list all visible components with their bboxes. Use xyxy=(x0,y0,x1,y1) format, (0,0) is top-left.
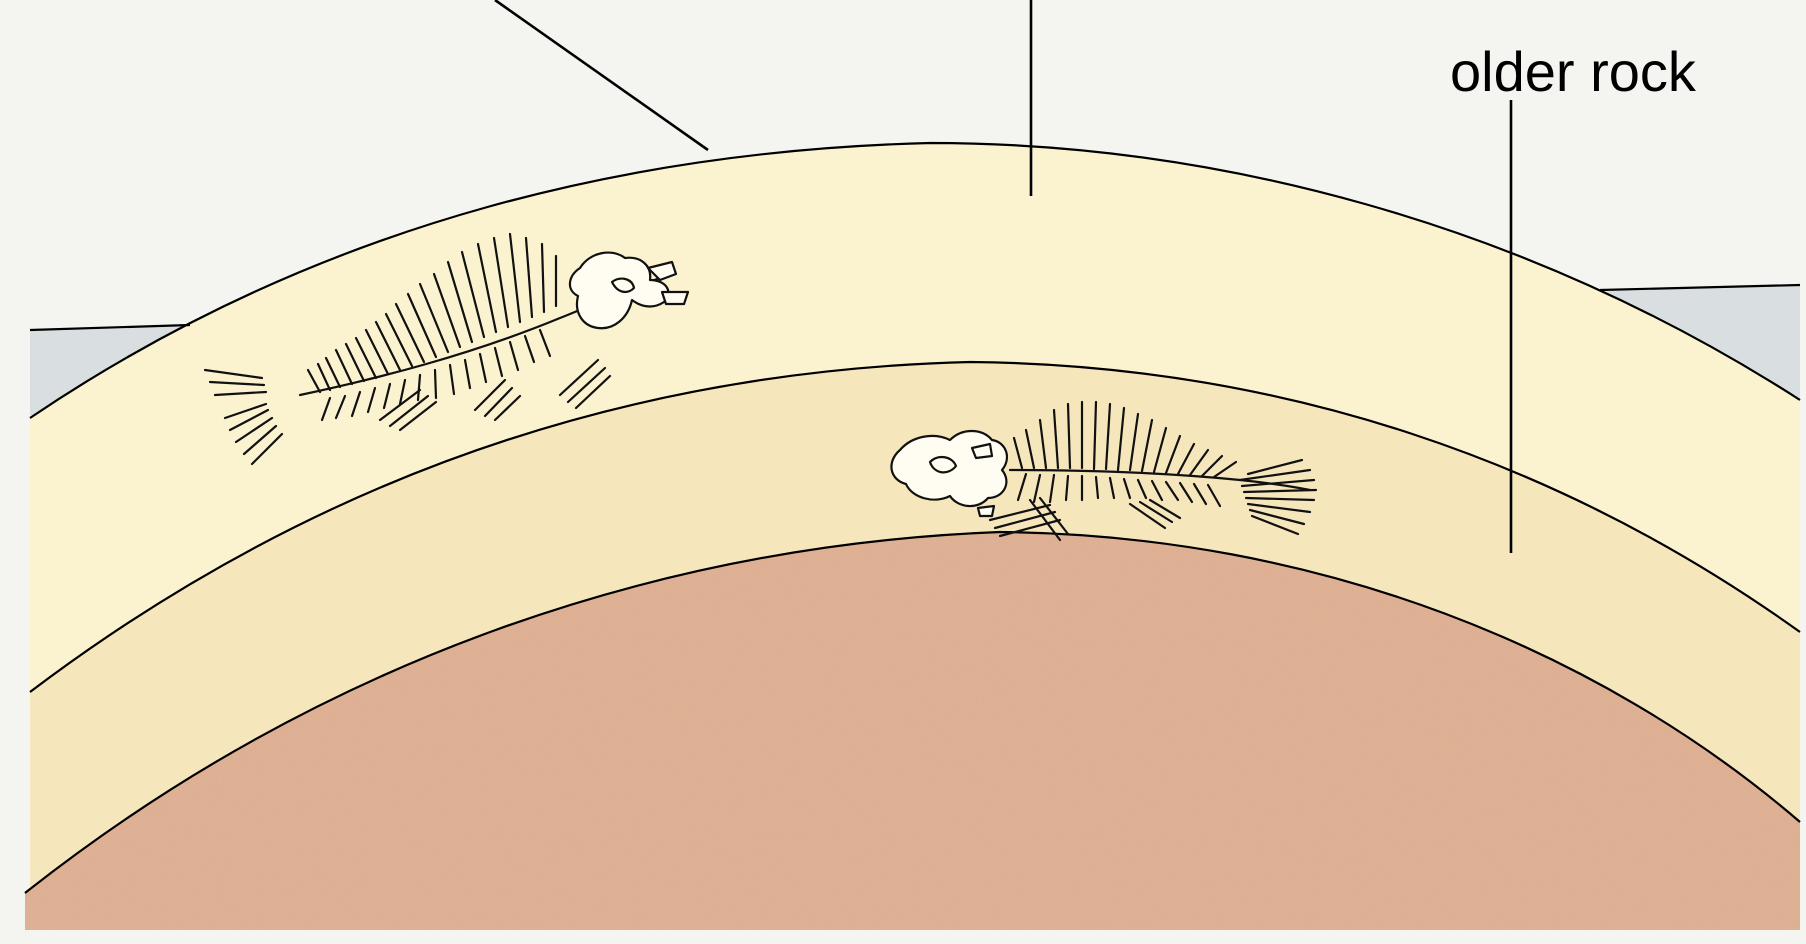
older-rock-label: older rock xyxy=(1450,40,1697,103)
